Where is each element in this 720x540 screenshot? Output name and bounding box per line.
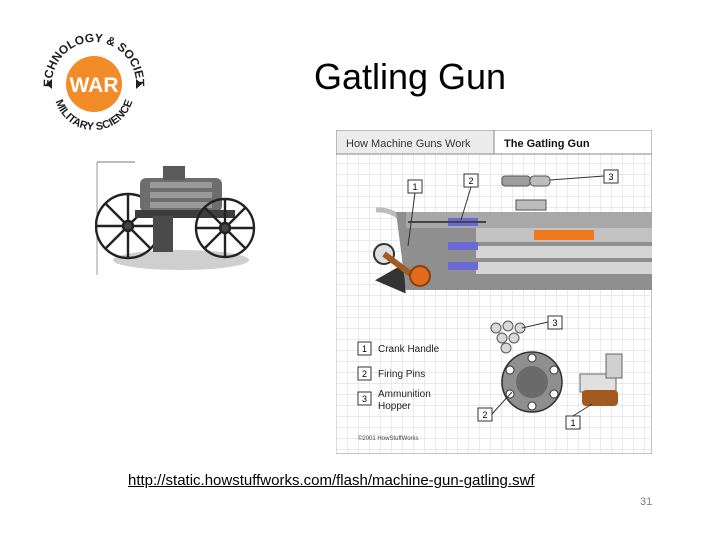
- barrel-assembly: [396, 212, 652, 290]
- svg-text:Ammunition: Ammunition: [378, 389, 431, 400]
- war-technology-society-logo: WAR TECHNOLOGY & SOCIETY MILITARY SCIENC…: [34, 24, 147, 133]
- svg-text:1: 1: [362, 344, 367, 354]
- photo-ground-shadow: [113, 250, 249, 270]
- diagram-header-right: The Gatling Gun: [504, 138, 590, 150]
- right-wheel: [194, 197, 256, 259]
- crank-handle-icon: [373, 243, 431, 287]
- diagram-tab-right: [493, 130, 652, 155]
- diagram-header-left: How Machine Guns Work: [346, 138, 471, 150]
- callout-2: 2: [460, 173, 479, 221]
- gatling-gun-diagram: How Machine Guns Work The Gatling Gun 1: [336, 130, 652, 454]
- cartridges-icon: [501, 175, 551, 211]
- logo-right-arrow-icon: [136, 79, 142, 89]
- callout-3b: 3: [521, 315, 563, 330]
- gun-body: [135, 166, 235, 252]
- diagram-legend: 1 Crank Handle 2 Firing Pins 3 Ammunitio…: [357, 341, 440, 412]
- cross-section: [490, 320, 623, 413]
- logo-center-text: WAR: [70, 74, 119, 97]
- svg-text:2: 2: [362, 369, 367, 379]
- svg-text:Crank Handle: Crank Handle: [378, 344, 440, 355]
- legend-item: 2 Firing Pins: [357, 366, 425, 381]
- svg-text:3: 3: [552, 318, 557, 328]
- callout-2b: 2: [477, 391, 513, 422]
- slide-title: Gatling Gun: [313, 56, 507, 97]
- firing-chamber: [534, 230, 594, 240]
- source-link[interactable]: http://static.howstuffworks.com/flash/ma…: [128, 472, 535, 489]
- svg-text:1: 1: [412, 182, 417, 192]
- diagram-copyright: ©2001 HowStuffWorks: [358, 435, 419, 442]
- logo-center-disc: [66, 56, 122, 112]
- svg-text:Firing Pins: Firing Pins: [378, 369, 425, 380]
- callout-1: 1: [407, 179, 423, 247]
- legend-item: 3 Ammunition Hopper: [357, 389, 431, 412]
- left-wheel: [95, 192, 162, 260]
- svg-text:Hopper: Hopper: [378, 401, 411, 412]
- svg-text:2: 2: [482, 410, 487, 420]
- callout-1b: 1: [565, 403, 593, 430]
- svg-text:1: 1: [570, 418, 575, 428]
- page-number: 31: [640, 496, 653, 508]
- logo-left-arrow-icon: [46, 79, 52, 89]
- legend-item: 1 Crank Handle: [357, 341, 440, 356]
- svg-text:3: 3: [362, 394, 367, 404]
- svg-text:2: 2: [468, 176, 473, 186]
- svg-text:3: 3: [608, 172, 613, 182]
- gatling-gun-engraving: [95, 160, 257, 277]
- callout-3: 3: [549, 169, 619, 184]
